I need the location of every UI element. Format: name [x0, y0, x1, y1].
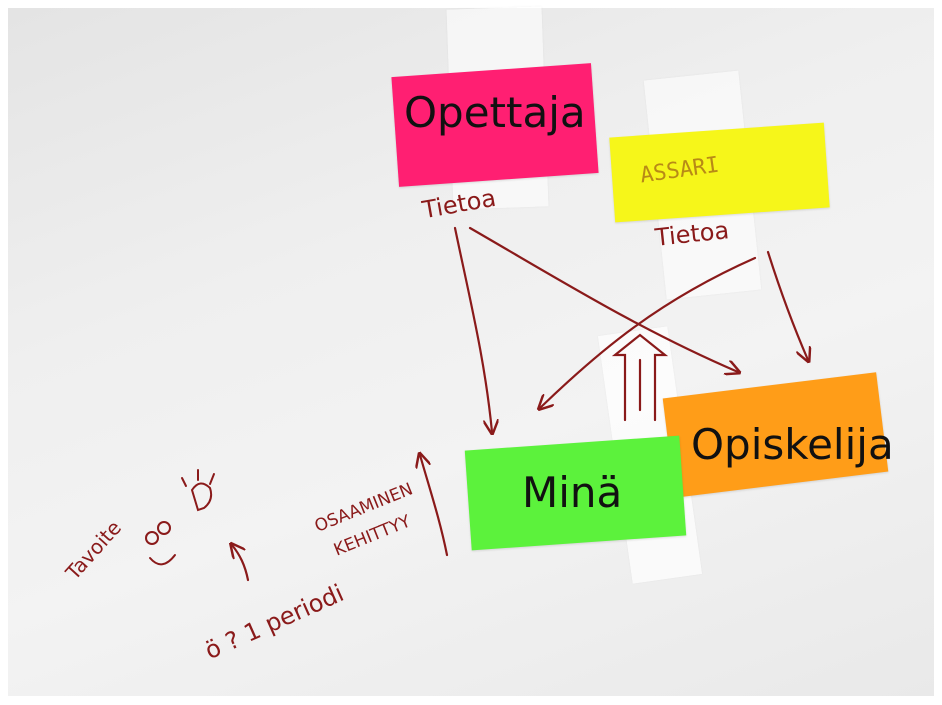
doodle-smile — [149, 554, 176, 566]
arrow-small-up — [232, 545, 250, 582]
arrow-assari-to-mina — [540, 256, 757, 408]
arrow-tietoa-to-mina — [453, 226, 492, 432]
lightbulb-icon — [190, 482, 213, 512]
label-mina: Minä — [522, 468, 623, 517]
label-opettaja: Opettaja — [404, 88, 586, 137]
doodle-eye-left — [145, 531, 159, 545]
doodle-eye-right — [157, 521, 171, 535]
arrow-assari-to-opiskelija — [766, 250, 808, 360]
arrow-osaaminen-up — [420, 455, 449, 557]
arrow-tietoa-to-opiskelija — [468, 226, 738, 372]
palaute-house-arrow — [611, 333, 669, 422]
label-opiskelija: Opiskelija — [691, 420, 894, 469]
